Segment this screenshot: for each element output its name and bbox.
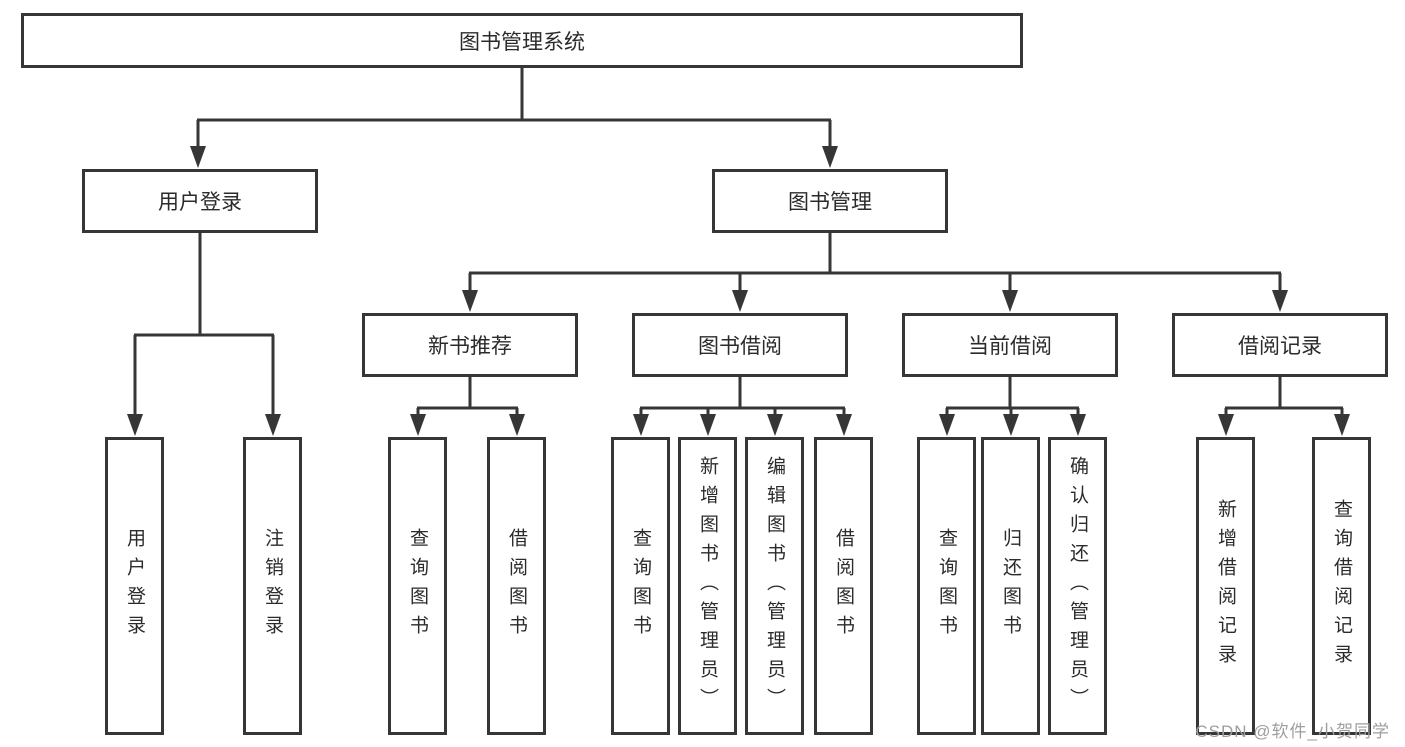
arrow-down-icon (939, 414, 955, 436)
arrow-down-icon (1003, 414, 1019, 436)
leaf-label: 新增图书（管理员） (697, 455, 718, 717)
arrow-down-icon (127, 414, 143, 436)
node-book-management: 图书管理 (712, 169, 948, 233)
leaf-user-login: 用户登录 (105, 437, 164, 735)
leaf-recommend-borrow-books: 借阅图书 (487, 437, 546, 735)
leaf-label: 注销登录 (262, 528, 283, 644)
connector-current-borrow (945, 376, 1080, 420)
connector-book-borrow (639, 376, 846, 420)
arrow-down-icon (462, 290, 478, 312)
leaf-current-query-books: 查询图书 (917, 437, 976, 735)
arrow-down-icon (410, 414, 426, 436)
arrow-down-icon (822, 146, 838, 168)
leaf-current-confirm-return-admin: 确认归还（管理员） (1048, 437, 1107, 735)
csdn-watermark: CSDN @软件_小贺同学 (1195, 722, 1390, 741)
arrow-down-icon (1002, 290, 1018, 312)
leaf-borrow-borrow-books: 借阅图书 (814, 437, 873, 735)
arrow-down-icon (509, 414, 525, 436)
leaf-borrow-edit-books-admin: 编辑图书（管理员） (745, 437, 804, 735)
leaf-label: 借阅图书 (506, 528, 527, 644)
node-current-borrow: 当前借阅 (902, 313, 1118, 377)
node-book-borrow: 图书借阅 (632, 313, 848, 377)
arrow-down-icon (190, 146, 206, 168)
node-user-login: 用户登录 (82, 169, 318, 233)
connector-root (196, 67, 832, 150)
leaf-label: 编辑图书（管理员） (764, 455, 785, 717)
leaf-recommend-query-books: 查询图书 (388, 437, 447, 735)
arrow-down-icon (700, 414, 716, 436)
arrow-down-icon (732, 290, 748, 312)
arrow-down-icon (265, 414, 281, 436)
leaf-label: 归还图书 (1000, 528, 1021, 644)
connector-borrow-records (1224, 376, 1344, 420)
arrow-down-icon (767, 414, 783, 436)
connector-book-management (468, 232, 1282, 296)
leaf-current-return-books: 归还图书 (981, 437, 1040, 735)
leaf-label: 新增借阅记录 (1215, 499, 1236, 673)
node-borrow-records: 借阅记录 (1172, 313, 1388, 377)
leaf-label: 查询借阅记录 (1331, 499, 1352, 673)
leaf-label: 查询图书 (936, 528, 957, 644)
arrow-down-icon (1334, 414, 1350, 436)
leaf-label: 用户登录 (124, 528, 145, 644)
arrow-down-icon (1070, 414, 1086, 436)
connector-user-login (133, 232, 275, 420)
leaf-label: 查询图书 (407, 528, 428, 644)
leaf-label: 借阅图书 (833, 528, 854, 644)
leaf-borrow-add-books-admin: 新增图书（管理员） (678, 437, 737, 735)
connector-new-book-recommend (416, 376, 519, 420)
leaf-logout: 注销登录 (243, 437, 302, 735)
arrow-down-icon (633, 414, 649, 436)
node-root-system: 图书管理系统 (21, 13, 1023, 68)
arrowheads (127, 146, 1350, 436)
leaf-borrow-query-books: 查询图书 (611, 437, 670, 735)
leaf-label: 确认归还（管理员） (1067, 455, 1088, 717)
leaf-label: 查询图书 (630, 528, 651, 644)
node-new-book-recommend: 新书推荐 (362, 313, 578, 377)
arrow-down-icon (836, 414, 852, 436)
arrow-down-icon (1218, 414, 1234, 436)
leaf-records-add-record: 新增借阅记录 (1196, 437, 1255, 735)
arrow-down-icon (1272, 290, 1288, 312)
leaf-records-query-record: 查询借阅记录 (1312, 437, 1371, 735)
